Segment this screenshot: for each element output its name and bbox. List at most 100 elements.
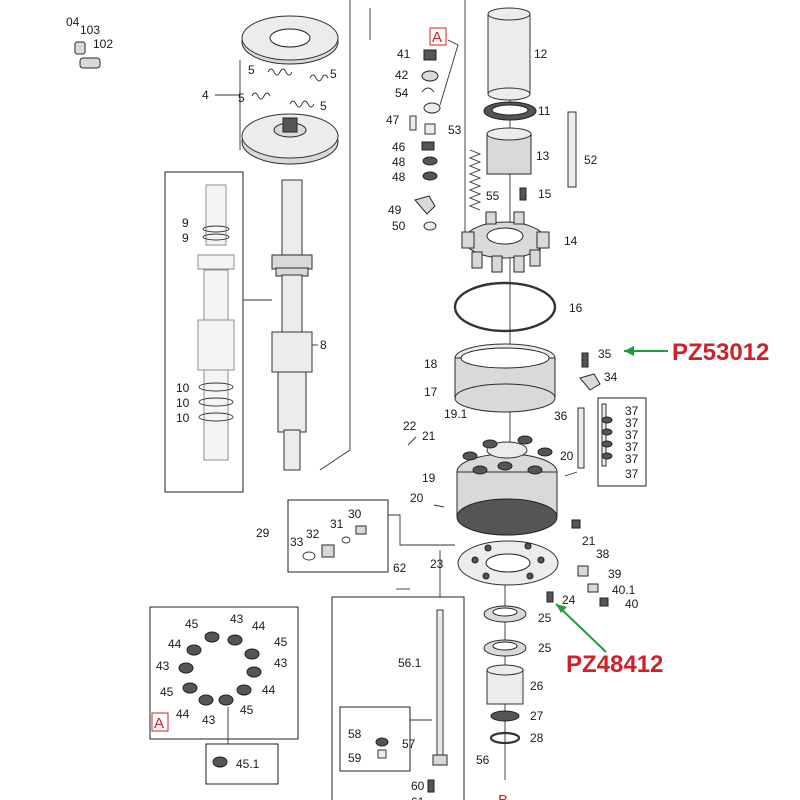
section-mark-b: B — [498, 792, 508, 800]
bolt-15 — [519, 187, 527, 201]
label-50: 50 — [392, 219, 406, 233]
label-21a: 21 — [422, 429, 436, 443]
detail-label-44c: 44 — [262, 683, 276, 697]
label-37e: 37 — [625, 452, 639, 466]
detail-label-43a: 43 — [230, 612, 244, 626]
detail-label-45b: 45 — [274, 635, 288, 649]
label-16: 16 — [569, 301, 583, 315]
label-56-1: 56.1 — [398, 656, 422, 670]
label-22: 22 — [403, 419, 417, 433]
valve-parts-a — [409, 49, 441, 231]
label-9b: 9 — [182, 231, 189, 245]
cage-17 — [454, 343, 556, 413]
parts-58-59 — [375, 737, 389, 759]
bolt-35 — [581, 352, 589, 368]
label-29: 29 — [256, 526, 270, 540]
detail-label-44d: 44 — [176, 707, 190, 721]
detail-label-45d: 45 — [240, 703, 254, 717]
label-53: 53 — [448, 123, 462, 137]
gear-ring-lower — [241, 113, 339, 165]
pin-20-left — [433, 504, 445, 508]
clamp-34 — [579, 373, 601, 391]
label-52: 52 — [584, 153, 598, 167]
label-5a: 5 — [248, 63, 255, 77]
pump-body-19 — [456, 435, 558, 536]
pin-20-right — [564, 471, 578, 477]
label-26: 26 — [530, 679, 544, 693]
bearing-25-upper — [483, 605, 527, 623]
washer-45-1 — [212, 756, 228, 768]
valve-plate-23 — [457, 540, 559, 586]
screw-21 — [571, 519, 581, 529]
detail-label-44b: 44 — [252, 619, 266, 633]
section-mark-a-detail-frame — [151, 712, 169, 732]
label-40-1: 40.1 — [612, 583, 636, 597]
label-17: 17 — [424, 385, 438, 399]
detail-label-44a: 44 — [168, 637, 182, 651]
label-15: 15 — [538, 187, 552, 201]
label-5b: 5 — [330, 67, 337, 81]
detail-58-59 — [339, 706, 411, 772]
label-55: 55 — [486, 189, 500, 203]
spring-55 — [468, 149, 482, 211]
callout-code-lower: PZ48412 — [566, 651, 663, 678]
label-37a: 37 — [625, 404, 639, 418]
section-mark-a-top: A — [432, 29, 442, 46]
label-23: 23 — [430, 557, 444, 571]
label-14: 14 — [564, 234, 578, 248]
label-59: 59 — [348, 751, 362, 765]
label-19-1: 19.1 — [444, 407, 468, 421]
star-hub-14 — [461, 211, 550, 273]
leader-a-top — [439, 39, 459, 106]
springs-5 — [251, 68, 329, 108]
label-48a: 48 — [392, 155, 406, 169]
bearing-25-lower — [483, 639, 527, 657]
label-54: 54 — [395, 86, 409, 100]
label-61: 61 — [411, 795, 425, 800]
label-48b: 48 — [392, 170, 406, 184]
detail-label-43c: 43 — [274, 656, 288, 670]
bracket-4 — [215, 60, 241, 150]
bushing-26 — [486, 664, 524, 705]
label-39: 39 — [608, 567, 622, 581]
label-19: 19 — [422, 471, 436, 485]
label-47: 47 — [386, 113, 400, 127]
ring-16 — [453, 281, 557, 333]
label-25b: 25 — [538, 641, 552, 655]
label-5d: 5 — [320, 99, 327, 113]
label-10a: 10 — [176, 381, 190, 395]
bushing-13 — [486, 127, 532, 175]
shaft-detail — [197, 184, 235, 461]
ring-11 — [483, 101, 537, 121]
label-57: 57 — [402, 737, 416, 751]
plug-parts — [302, 525, 367, 561]
label-35: 35 — [598, 347, 612, 361]
label-62: 62 — [393, 561, 407, 575]
label-4: 4 — [202, 88, 209, 102]
label-42: 42 — [395, 68, 409, 82]
label-11: 11 — [538, 104, 551, 118]
label-27: 27 — [530, 709, 544, 723]
o-rings-9 — [202, 225, 230, 241]
label-30: 30 — [348, 507, 362, 521]
rod-36 — [577, 407, 585, 469]
label-46: 46 — [392, 140, 406, 154]
screw-24 — [546, 591, 554, 603]
label-41: 41 — [397, 47, 411, 61]
shaft-56 — [432, 609, 448, 766]
fittings-38-40 — [577, 565, 609, 607]
label-8: 8 — [320, 338, 327, 352]
label-58: 58 — [348, 727, 362, 741]
callout-code-upper: PZ53012 — [672, 339, 769, 366]
label-34: 34 — [604, 370, 618, 384]
label-20b: 20 — [410, 491, 424, 505]
callout-arrowhead-upper — [624, 346, 634, 356]
pin-60 — [427, 779, 435, 793]
callout-arrow-lower — [555, 603, 607, 653]
label-103: 103 — [80, 23, 100, 37]
label-56: 56 — [476, 753, 490, 767]
label-60: 60 — [411, 779, 425, 793]
detail-label-45c: 45 — [160, 685, 174, 699]
pin-52 — [567, 111, 577, 188]
